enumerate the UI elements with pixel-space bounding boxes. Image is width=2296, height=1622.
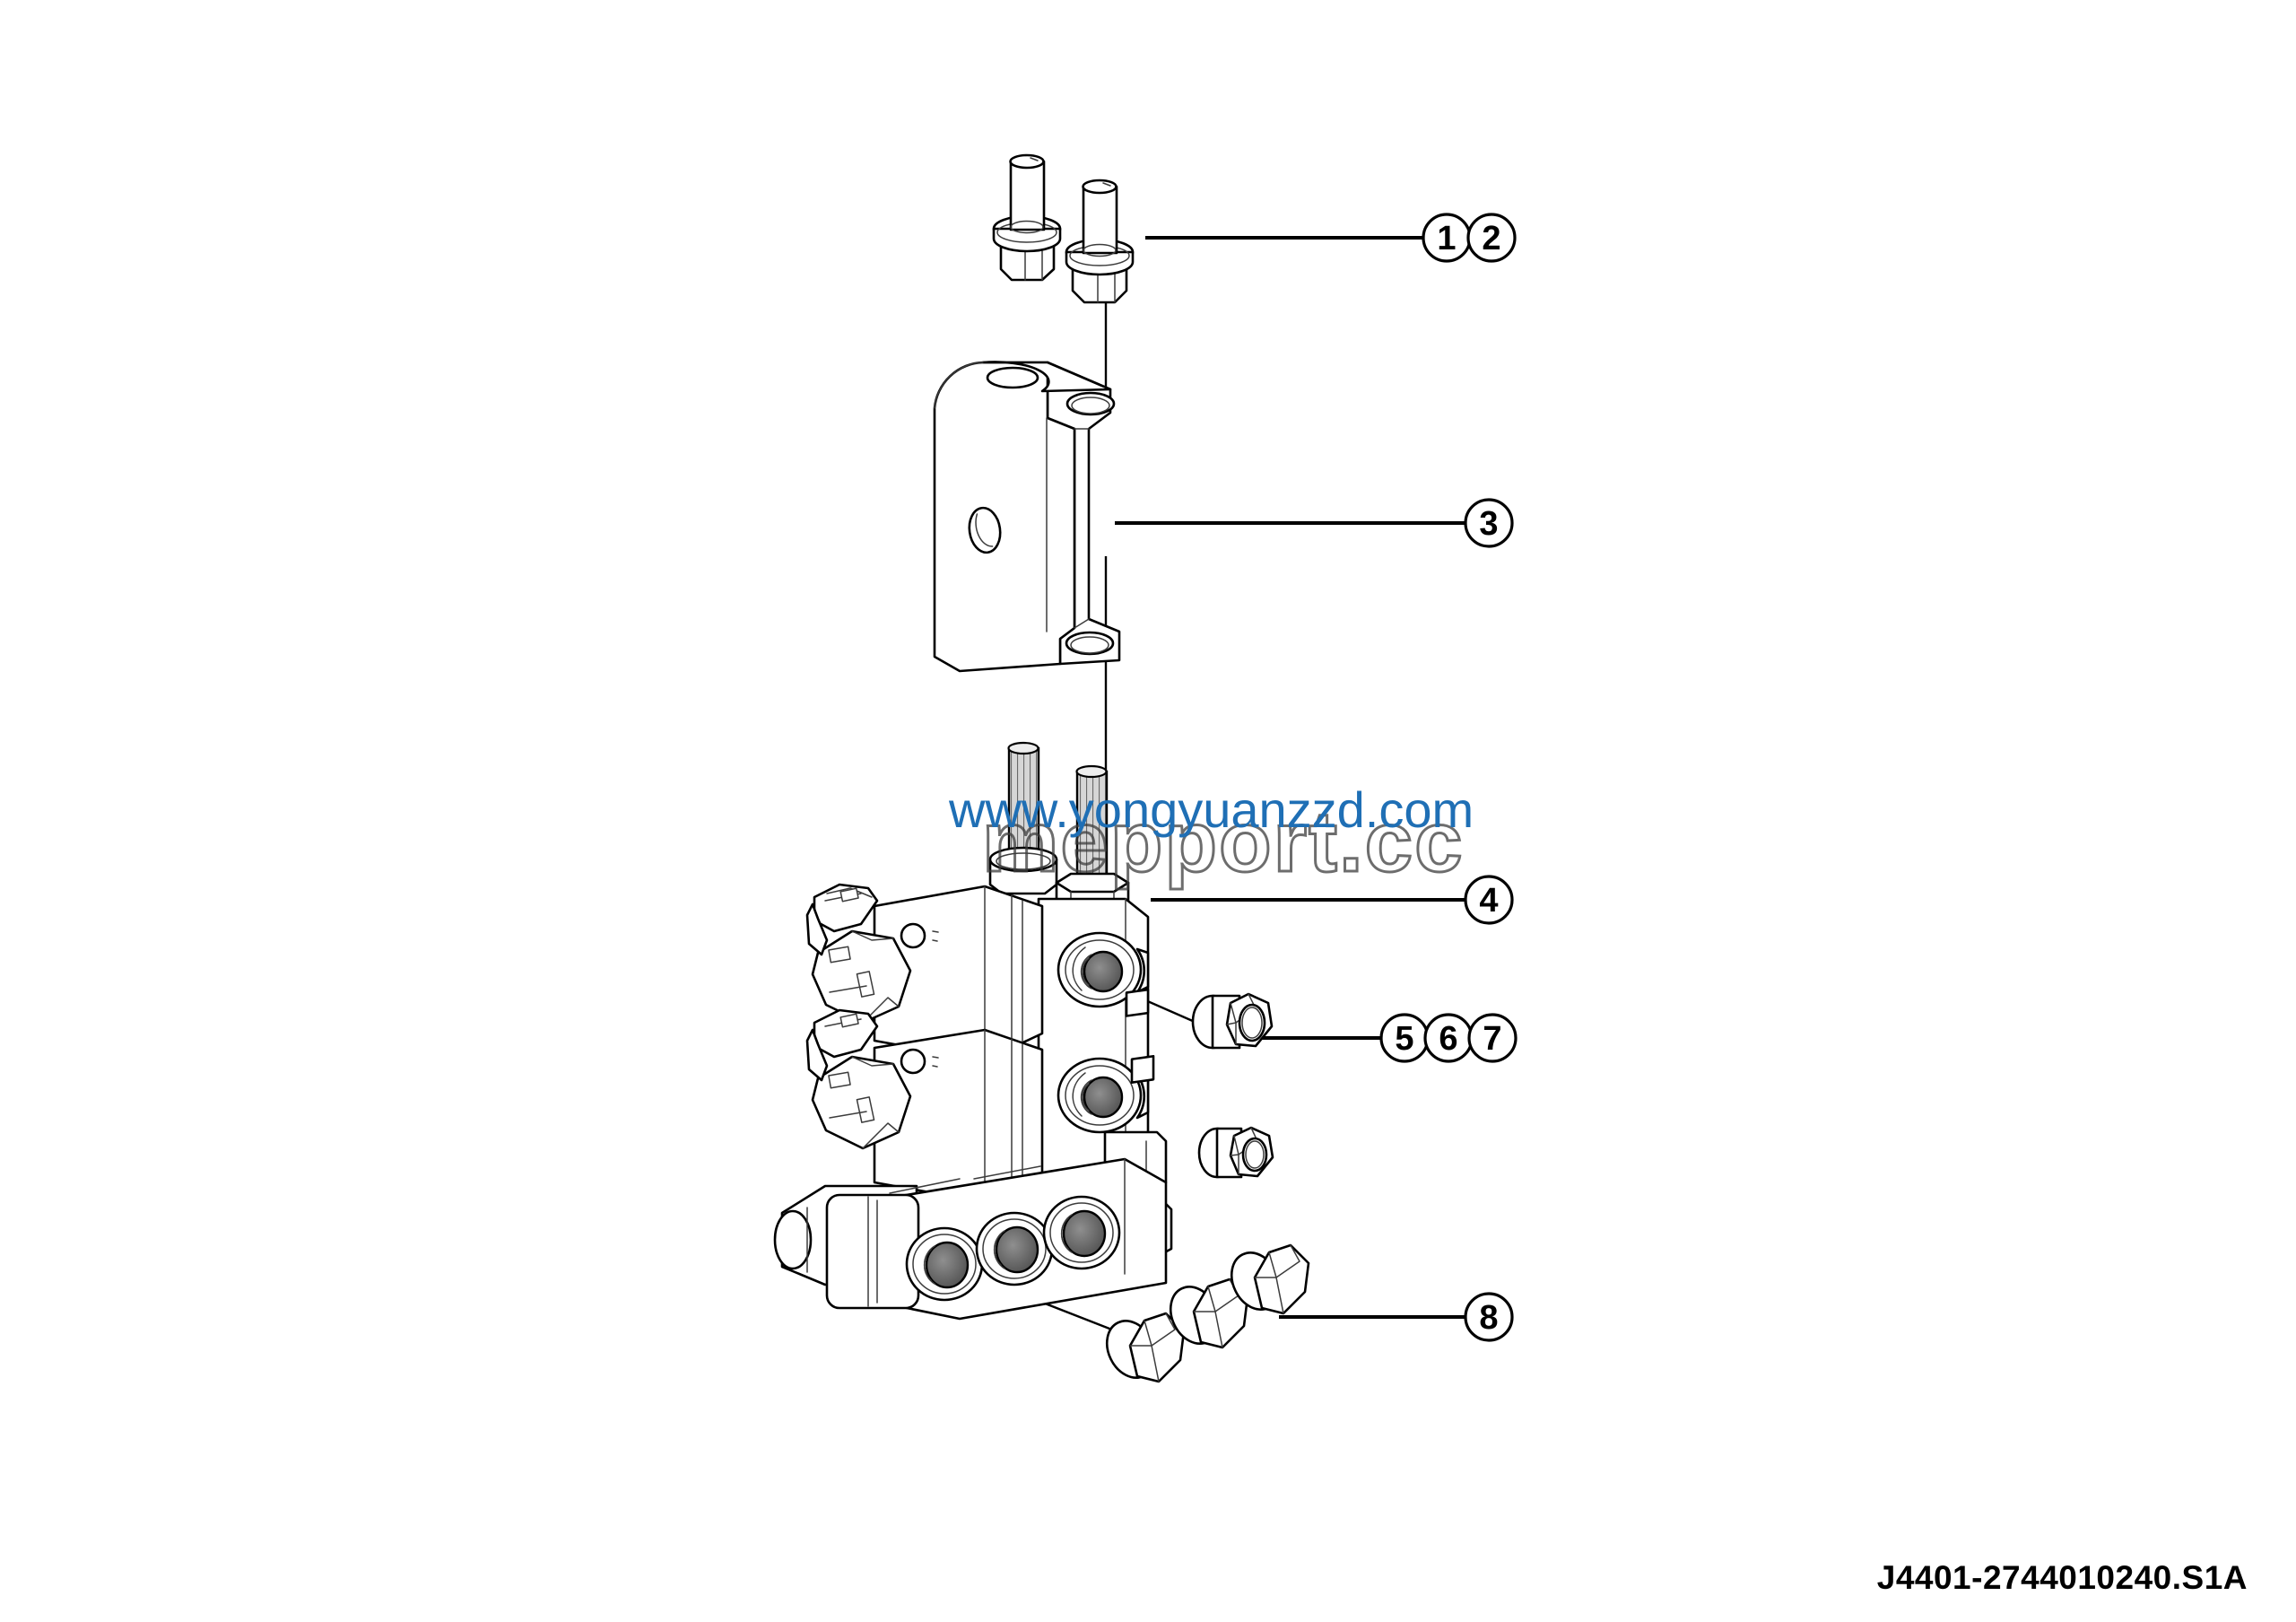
hex-port-fitting-upper [1191,992,1274,1050]
callout-3-label: 3 [1479,505,1498,543]
callout-8-label: 8 [1479,1299,1498,1337]
callout-3[interactable]: 3 [1464,498,1514,548]
flange-bolt-left [992,153,1062,282]
callout-8[interactable]: 8 [1464,1292,1514,1342]
solenoid-nut-lower [805,1008,939,1150]
valve-port-lower [1057,1057,1150,1134]
hex-plug-a [1105,1312,1186,1383]
callout-7-label: 7 [1483,1020,1501,1058]
diagram-id-label: J4401-2744010240.S1A [1876,1559,2248,1596]
hex-port-fitting-lower [1197,1126,1274,1179]
callout-4[interactable]: 4 [1464,875,1514,925]
flange-bolt-right [1065,179,1135,304]
callout-2[interactable]: 2 [1466,213,1517,263]
callout-2-label: 2 [1482,220,1500,257]
valve-bottom-manifold [773,1157,1168,1321]
hex-plug-set [1105,1243,1310,1383]
callout-1-label: 1 [1437,220,1456,257]
hex-plug-b [1169,1278,1249,1349]
callout-1[interactable]: 1 [1422,213,1472,263]
flange-bolt-pair [992,153,1135,304]
callout-group: 1 2 3 4 5 6 [1379,213,1518,1342]
solenoid-valve-block [773,741,1173,1321]
callout-6-label: 6 [1439,1020,1457,1058]
hex-plug-c [1230,1243,1310,1315]
valve-port-upper [1057,931,1150,1008]
callout-5-label: 5 [1395,1020,1413,1058]
mounting-bracket [933,361,1121,673]
callout-5[interactable]: 5 [1379,1013,1430,1063]
callout-6[interactable]: 6 [1423,1013,1474,1063]
callout-4-label: 4 [1479,882,1498,920]
solenoid-nut-upper [805,883,939,1025]
callout-7[interactable]: 7 [1467,1013,1518,1063]
